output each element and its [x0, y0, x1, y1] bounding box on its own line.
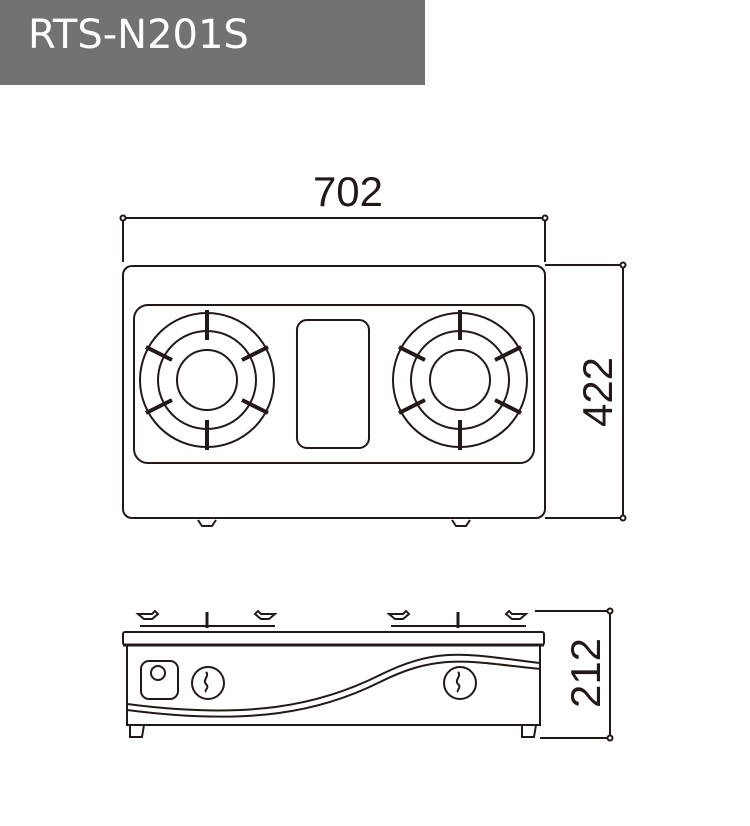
model-name: RTS-N201S — [28, 12, 249, 58]
height-label: 212 — [562, 638, 609, 708]
model-title-bar: RTS-N201S — [0, 0, 425, 85]
depth-dimension-line — [545, 261, 627, 522]
height-dimension-line — [535, 607, 614, 742]
pot-supports — [135, 609, 529, 628]
inner-tray — [133, 304, 535, 464]
width-label: 702 — [313, 168, 383, 215]
center-panel — [296, 319, 370, 449]
decorative-wave — [126, 653, 541, 712]
top-plate — [122, 631, 545, 646]
front-view: 212 — [122, 607, 614, 742]
top-view: 702 — [119, 168, 627, 527]
left-foot — [129, 724, 145, 738]
left-control-knob — [191, 666, 225, 700]
front-body — [126, 644, 541, 726]
left-burner — [139, 310, 275, 450]
width-dimension-line — [119, 214, 549, 262]
knob-stub-left — [197, 519, 217, 527]
knob-stub-right — [451, 519, 471, 527]
depth-label: 422 — [574, 357, 621, 427]
right-control-knob — [443, 666, 477, 700]
stove-top-outline — [122, 265, 546, 519]
right-foot — [521, 724, 537, 738]
ignition-button — [140, 660, 179, 700]
right-burner — [392, 310, 528, 450]
